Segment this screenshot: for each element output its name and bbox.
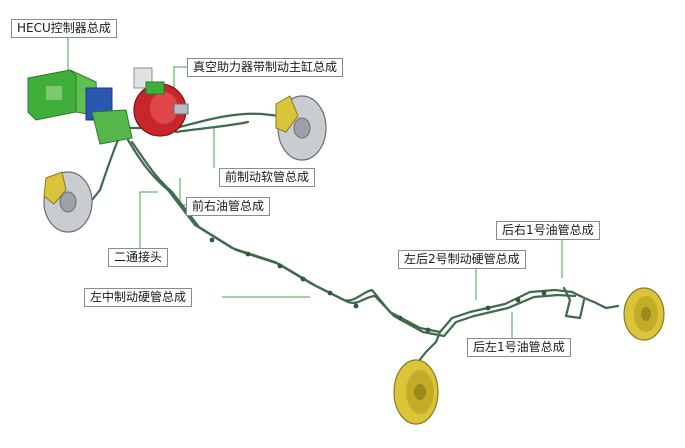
label-left-middle-pipe: 左中制动硬管总成 [84, 288, 193, 307]
hecu-controller [27, 69, 133, 145]
leader-lines [67, 38, 563, 338]
label-front-hose: 前制动软管总成 [219, 168, 316, 187]
label-hecu: HECU控制器总成 [11, 19, 117, 38]
front-left-brake [43, 171, 93, 233]
leader-booster [173, 66, 187, 96]
front-right-brake [275, 95, 327, 161]
leader-two-way [139, 191, 158, 248]
label-front-right-pipe: 前右油管总成 [186, 197, 271, 216]
pipe-rear-right-loop [562, 286, 586, 320]
rear-right-brake [623, 287, 665, 341]
label-booster: 真空助力器带制动主缸总成 [187, 58, 344, 77]
label-rear-left-2-pipe: 左后2号制动硬管总成 [398, 250, 526, 269]
pipe-to-front-right [174, 112, 282, 130]
pipe-front-left [90, 138, 120, 202]
pipe-front-hose [174, 120, 250, 134]
main-pipe-left-middle-2 [130, 140, 577, 338]
label-two-way-joint: 二通接头 [108, 248, 169, 267]
pipe-clips [209, 237, 547, 333]
pipe-rear-right-branch [570, 290, 620, 310]
rear-left-brake [393, 359, 439, 425]
pipe-rear-left-branch [416, 330, 442, 364]
label-rear-right-1-pipe: 后右1号油管总成 [496, 221, 600, 240]
label-rear-left-1-pipe: 后左1号油管总成 [467, 338, 571, 357]
vacuum-booster [133, 67, 189, 137]
